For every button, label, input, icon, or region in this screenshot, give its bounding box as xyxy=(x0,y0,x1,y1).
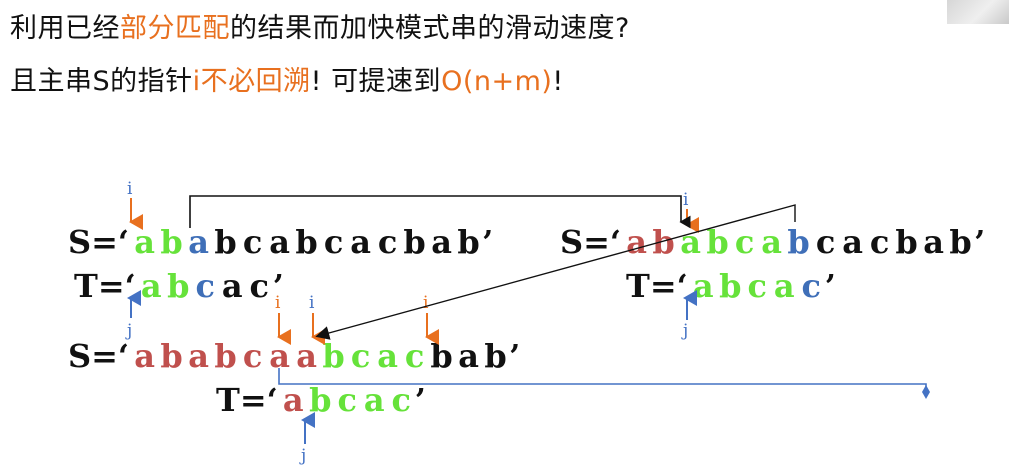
string-char: b xyxy=(652,223,675,261)
string-suffix: ’ xyxy=(414,381,426,419)
bracket-end-marker xyxy=(922,385,930,399)
string-char: c xyxy=(323,223,344,261)
string-suffix: ’ xyxy=(824,267,836,305)
string-char: b xyxy=(214,337,237,375)
heading-text: ! xyxy=(552,66,564,97)
string-prefix: S=‘ xyxy=(560,223,622,261)
string-char: a xyxy=(269,337,290,375)
string-prefix: T=‘ xyxy=(74,267,136,305)
string-char: a xyxy=(221,267,243,305)
string-char: a xyxy=(680,223,701,261)
string-char: a xyxy=(188,223,209,261)
heading-text: 的结果而加快模式串的滑动速度? xyxy=(230,13,630,44)
highlighted-phrase: O(n+m) xyxy=(441,66,553,97)
string-char: c xyxy=(337,381,357,419)
string-char: b xyxy=(949,223,972,261)
string-prefix: T=‘ xyxy=(216,381,278,419)
string-char: c xyxy=(350,337,371,375)
presenter-thumbnail xyxy=(947,0,1009,24)
string-char: a xyxy=(188,337,209,375)
string-char: c xyxy=(404,337,425,375)
string-suffix: ’ xyxy=(482,223,494,261)
pointer-j-label: j xyxy=(683,321,689,341)
string-char: b xyxy=(457,223,480,261)
string-char: c xyxy=(195,267,215,305)
string-char: b xyxy=(214,223,237,261)
string-char: c xyxy=(747,267,767,305)
string-char: b xyxy=(895,223,918,261)
string-char: c xyxy=(391,381,411,419)
string-char: a xyxy=(842,223,863,261)
string-char: b xyxy=(403,223,426,261)
string-prefix: T=‘ xyxy=(626,267,688,305)
heading-line-2: 且主串S的指针i不必回溯! 可提速到O(n+m)! xyxy=(10,59,564,98)
highlighted-phrase: 部分匹配 xyxy=(120,13,230,44)
string-char: b xyxy=(295,223,318,261)
string-char: c xyxy=(734,223,755,261)
string-char: a xyxy=(431,223,452,261)
heading-line-1: 利用已经部分匹配的结果而加快模式串的滑动速度? xyxy=(10,6,630,45)
string-char: b xyxy=(484,337,507,375)
pointer-i-label: i xyxy=(309,293,315,313)
pointer-i-label: i xyxy=(683,190,689,210)
string-char: a xyxy=(692,267,714,305)
string-char: a xyxy=(296,337,317,375)
string-char: a xyxy=(923,223,944,261)
string-suffix: ’ xyxy=(974,223,986,261)
string-prefix: S=‘ xyxy=(68,337,130,375)
string-char: b xyxy=(430,337,453,375)
string-char: b xyxy=(160,337,183,375)
pointer-j-label: j xyxy=(127,321,133,341)
string-char: c xyxy=(249,267,269,305)
string-char: a xyxy=(134,223,155,261)
string-prefix: S=‘ xyxy=(68,223,130,261)
string-char: c xyxy=(242,223,263,261)
pointer-i-label: i xyxy=(423,293,429,313)
string-char: c xyxy=(242,337,263,375)
string-char: b xyxy=(787,223,810,261)
string-char: a xyxy=(773,267,795,305)
string-char: b xyxy=(167,267,190,305)
string-char: a xyxy=(140,267,162,305)
highlighted-phrase: i不必回溯 xyxy=(192,66,311,97)
string-char: a xyxy=(134,337,155,375)
string-char: a xyxy=(282,381,304,419)
string-char: b xyxy=(309,381,332,419)
string-char: a xyxy=(626,223,647,261)
string-char: b xyxy=(719,267,742,305)
string-char: a xyxy=(269,223,290,261)
string-suffix: ’ xyxy=(272,267,284,305)
string-char: a xyxy=(350,223,371,261)
string-char: c xyxy=(815,223,836,261)
string-char: c xyxy=(801,267,821,305)
pointer-i-label: i xyxy=(127,179,133,199)
string-char: c xyxy=(377,223,398,261)
string-char: b xyxy=(160,223,183,261)
heading-text: 利用已经 xyxy=(10,13,120,44)
string-char: a xyxy=(377,337,398,375)
heading-text: ! 可提速到 xyxy=(310,66,442,97)
pointer-i-label: i xyxy=(275,293,281,313)
string-char: b xyxy=(706,223,729,261)
string-char: c xyxy=(869,223,890,261)
string-char: a xyxy=(458,337,479,375)
string-char: b xyxy=(322,337,345,375)
string-char: a xyxy=(363,381,385,419)
pointer-j-label: j xyxy=(301,446,307,466)
heading-text: 且主串S的指针 xyxy=(10,66,193,97)
string-char: a xyxy=(761,223,782,261)
string-suffix: ’ xyxy=(509,337,521,375)
